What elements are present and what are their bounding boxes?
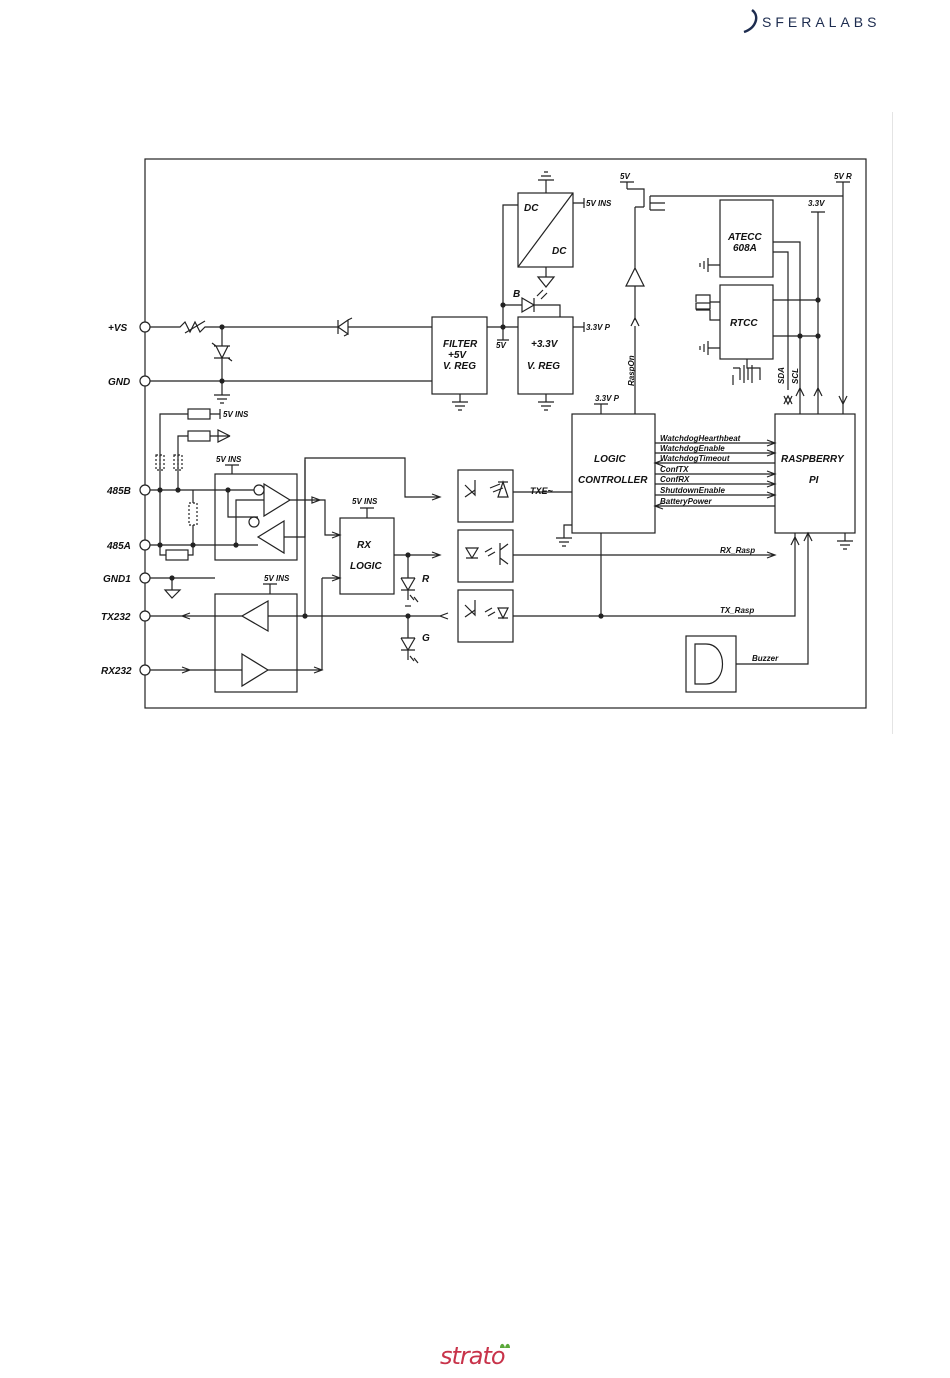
terminal-gnd1 (139, 572, 151, 584)
label-rx-rasp: RX_Rasp (720, 546, 755, 555)
label-txe: TXE~ (530, 486, 554, 496)
signal-watchdog-enable: WatchdogEnable (660, 444, 725, 453)
label-b: B (513, 289, 520, 300)
rx-logic-label-1: RX (357, 540, 372, 551)
label-5v-r: 5V R (834, 172, 852, 181)
label-r: R (422, 574, 430, 585)
leaf-icon (500, 1343, 510, 1348)
footer-logo: strato (440, 1340, 520, 1374)
label-33vp-logic: 3.3V P (595, 394, 620, 403)
raspberry-label-1: RASPBERRY (781, 454, 845, 465)
filter-label-1: FILTER (443, 339, 478, 350)
atecc-label-1: ATECC (727, 232, 762, 243)
terminal-485b (139, 484, 151, 496)
filter-label-2: +5V (448, 350, 467, 361)
rx-logic-label-2: LOGIC (350, 561, 382, 572)
opto-rx (457, 529, 514, 583)
terminal-485a (139, 539, 151, 551)
atecc-block (719, 199, 774, 278)
dc-out-label: DC (552, 246, 567, 257)
signal-lines (653, 439, 777, 510)
vreg33-label-2: V. REG (527, 361, 560, 372)
label-raspon: RaspOn (627, 355, 636, 386)
label-5v-ins-232: 5V INS (264, 574, 290, 583)
terminal-tx232 (139, 610, 151, 622)
brand-name: SFERALABS (762, 14, 881, 30)
label-g: G (422, 633, 430, 644)
header-logo: SFERALABS (740, 8, 900, 38)
raspberry-pi-block (774, 413, 856, 534)
footer-brand: strato (440, 1342, 506, 1370)
raspberry-label-2: PI (809, 475, 819, 486)
signal-shutdown-enable: ShutdownEnable (660, 486, 725, 495)
label-tx232: TX232 (101, 612, 131, 623)
terminal-vs (139, 321, 151, 333)
logic-controller-block (571, 413, 656, 534)
dc-in-label: DC (524, 203, 539, 214)
signal-watchdog-hearthbeat: WatchdogHearthbeat (660, 434, 741, 443)
logic-label-2: CONTROLLER (578, 475, 648, 486)
terminal-gnd (139, 375, 151, 387)
label-5v-ins-485: 5V INS (216, 455, 242, 464)
diagram-frame (144, 158, 867, 709)
signal-conf-rx: ConfRX (660, 475, 690, 484)
label-485a: 485A (106, 541, 131, 552)
label-5v-ins-dc: 5V INS (586, 199, 612, 208)
label-5v-top: 5V (620, 172, 630, 181)
label-sda: SDA (777, 367, 786, 384)
filter-label-3: V. REG (443, 361, 476, 372)
label-gnd: GND (108, 377, 130, 388)
logic-label-1: LOGIC (594, 454, 626, 465)
opto-txe (457, 469, 514, 523)
label-5v-filter: 5V (496, 341, 506, 350)
vreg33-block (517, 316, 574, 395)
label-33v: 3.3V (808, 199, 825, 208)
atecc-label-2: 608A (733, 243, 757, 254)
label-5v-ins-res: 5V INS (223, 410, 249, 419)
terminal-rx232 (139, 664, 151, 676)
label-485b: 485B (106, 486, 131, 497)
rx-logic-block (339, 517, 395, 595)
sferalabs-logo-icon (743, 9, 758, 34)
signal-watchdog-timeout: WatchdogTimeout (660, 454, 730, 463)
label-33vp-reg: 3.3V P (586, 323, 611, 332)
block-diagram: +VS GND FILTER +5V V. REG 5V DC DC 5V IN… (101, 158, 867, 709)
label-buzzer: Buzzer (752, 654, 779, 663)
signal-battery-power: BatteryPower (660, 497, 712, 506)
rs485-transceiver (214, 473, 298, 561)
signal-conf-tx: ConfTX (660, 465, 689, 474)
label-5v-ins-rx: 5V INS (352, 497, 378, 506)
rtcc-label: RTCC (730, 318, 758, 329)
label-scl: SCL (791, 368, 800, 384)
vreg33-label-1: +3.3V (531, 339, 559, 350)
label-tx-rasp: TX_Rasp (720, 606, 754, 615)
label-rx232: RX232 (101, 666, 132, 677)
page-divider (892, 112, 893, 734)
label-vs: +VS (108, 323, 128, 334)
rs232-transceiver (214, 593, 298, 693)
label-gnd1: GND1 (103, 574, 131, 585)
